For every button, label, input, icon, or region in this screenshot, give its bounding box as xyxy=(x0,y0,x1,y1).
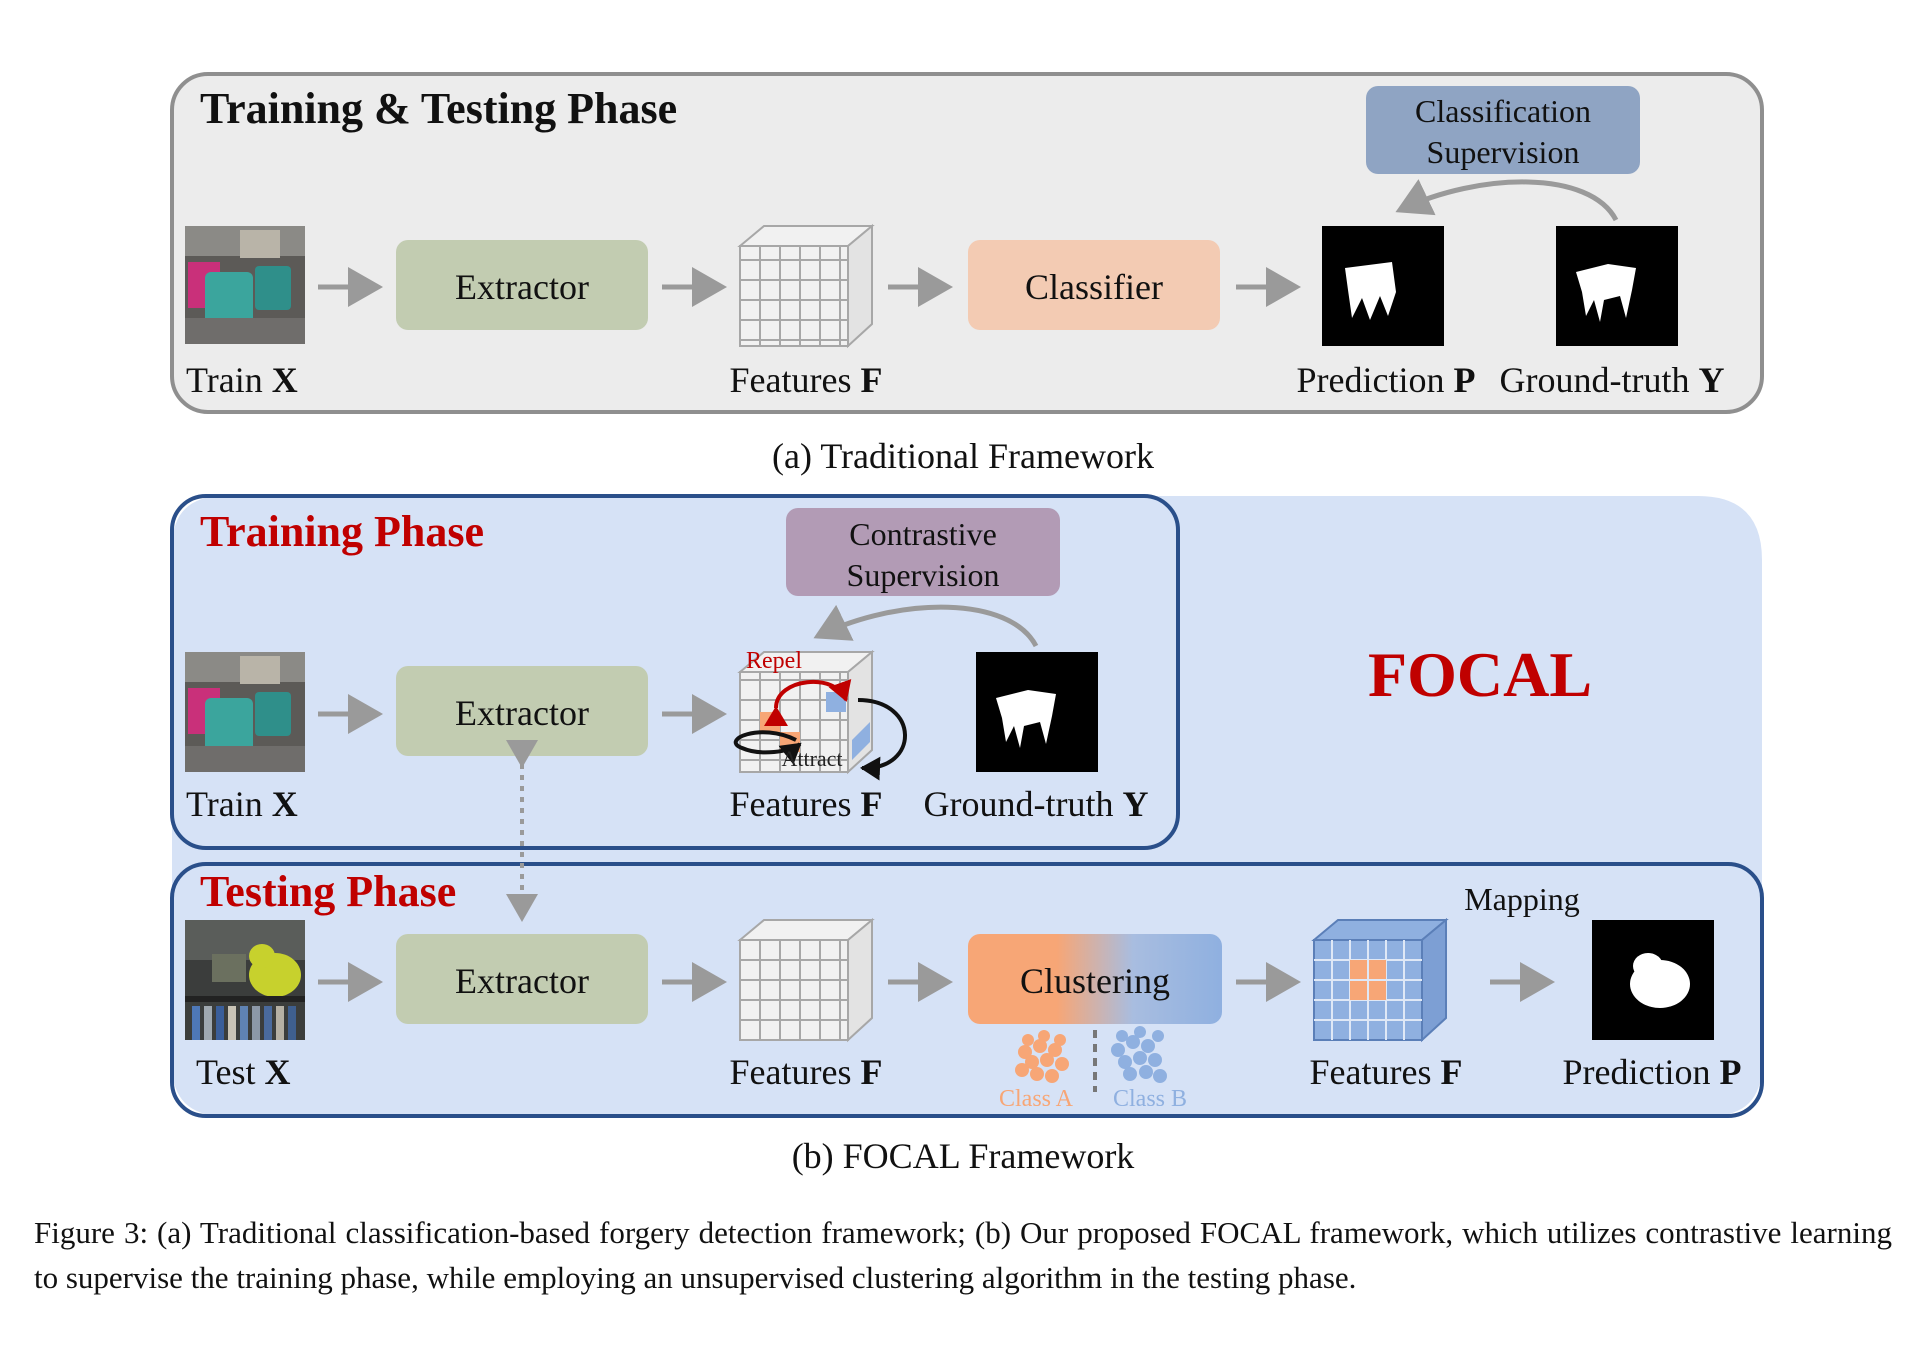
attract-label: Attract xyxy=(781,746,842,771)
class-a-cluster xyxy=(1015,1030,1069,1083)
panel-a-title: Training & Testing Phase xyxy=(200,84,677,133)
class-b-label: Class B xyxy=(1113,1086,1187,1112)
class-b-cluster xyxy=(1111,1026,1167,1083)
attract-arrow-left xyxy=(733,730,802,765)
label-prediction-p-b: Prediction P xyxy=(1563,1052,1742,1092)
train-image-b xyxy=(185,652,305,772)
clustering-box xyxy=(968,934,1222,1024)
label-features-f-a: Features F xyxy=(730,360,883,400)
label-ground-truth-y-b: Ground-truth Y xyxy=(924,784,1149,824)
label-prediction-p-a: Prediction P xyxy=(1297,360,1476,400)
label-test-x: Test X xyxy=(196,1052,290,1092)
prediction-mask-b xyxy=(1592,920,1714,1040)
classification-supervision-line1: Classification xyxy=(1415,93,1591,129)
figure-caption: Figure 3: (a) Traditional classification… xyxy=(34,1215,1892,1295)
extractor-box-test xyxy=(396,934,648,1024)
feature-cube-mapped xyxy=(1311,917,1449,1043)
extractor-label-test: Extractor xyxy=(455,961,589,1001)
label-train-x-b: Train X xyxy=(186,784,298,824)
supervision-arrow-b xyxy=(813,604,1039,648)
train-image-a xyxy=(185,226,305,344)
extractor-label-a: Extractor xyxy=(455,267,589,307)
testing-phase-frame xyxy=(170,862,1764,1118)
contrastive-supervision-line2: Supervision xyxy=(847,557,1000,593)
prediction-mask-a xyxy=(1322,226,1444,346)
ground-truth-mask-b xyxy=(976,652,1098,772)
feature-cube-test xyxy=(737,917,875,1043)
class-a-label: Class A xyxy=(999,1086,1074,1112)
test-image xyxy=(185,920,305,1040)
caption-a: (a) Traditional Framework xyxy=(772,436,1154,476)
label-features-f-test: Features F xyxy=(730,1052,883,1092)
repel-label: Repel xyxy=(746,648,802,674)
classifier-box xyxy=(968,240,1220,330)
label-ground-truth-y-a: Ground-truth Y xyxy=(1500,360,1725,400)
label-features-f-mapped: Features F xyxy=(1310,1052,1463,1092)
classification-supervision-box xyxy=(1366,86,1640,174)
focal-label: FOCAL xyxy=(1368,639,1592,710)
extractor-box-train xyxy=(396,666,648,756)
clustering-label: Clustering xyxy=(1020,961,1170,1001)
testing-phase-title: Testing Phase xyxy=(200,867,456,916)
caption-b: (b) FOCAL Framework xyxy=(792,1136,1135,1176)
extractor-box-a xyxy=(396,240,648,330)
ground-truth-mask-a xyxy=(1556,226,1678,346)
contrastive-supervision-line1: Contrastive xyxy=(849,516,997,552)
classification-supervision-line2: Supervision xyxy=(1427,134,1580,170)
label-features-f-train: Features F xyxy=(730,784,883,824)
feature-cube-a xyxy=(737,223,875,349)
repel-arrow xyxy=(763,679,852,727)
extractor-label-train: Extractor xyxy=(455,693,589,733)
mapping-label: Mapping xyxy=(1464,881,1580,917)
contrastive-supervision-box xyxy=(786,508,1060,596)
classifier-label: Classifier xyxy=(1025,267,1163,307)
training-phase-title: Training Phase xyxy=(200,507,484,556)
label-train-x-a: Train X xyxy=(186,360,298,400)
attract-arrow-right xyxy=(857,698,907,781)
supervision-arrow-a xyxy=(1395,179,1619,222)
training-phase-frame xyxy=(170,494,1180,850)
